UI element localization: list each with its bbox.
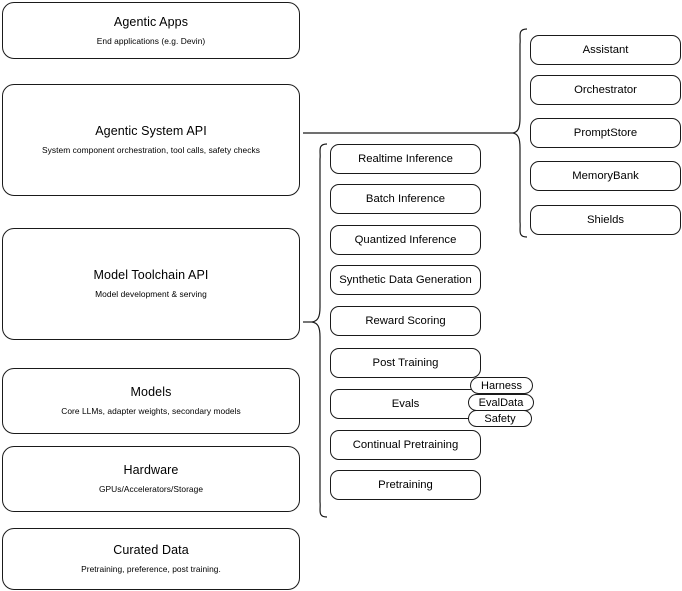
evals-tag-safety[interactable]: Safety (468, 410, 532, 427)
evals-tag-harness[interactable]: Harness (470, 377, 533, 394)
layer-box-hardware[interactable]: Hardware GPUs/Accelerators/Storage (2, 446, 300, 512)
layer-subtitle: End applications (e.g. Devin) (96, 35, 206, 46)
component-continual-pretraining[interactable]: Continual Pretraining (330, 430, 481, 460)
component-assistant[interactable]: Assistant (530, 35, 681, 65)
layer-subtitle: Pretraining, preference, post training. (81, 564, 221, 575)
component-orchestrator[interactable]: Orchestrator (530, 75, 681, 105)
layer-box-model-toolchain-api[interactable]: Model Toolchain API Model development & … (2, 228, 300, 340)
evals-tag-evaldata[interactable]: EvalData (468, 394, 534, 411)
component-pretraining[interactable]: Pretraining (330, 470, 481, 500)
layer-box-agentic-system-api[interactable]: Agentic System API System component orch… (2, 84, 300, 196)
layer-title: Hardware (123, 463, 179, 478)
brace-system-api-components (512, 28, 528, 238)
layer-subtitle: GPUs/Accelerators/Storage (98, 484, 204, 495)
component-post-training[interactable]: Post Training (330, 348, 481, 378)
layer-subtitle: Core LLMs, adapter weights, secondary mo… (61, 406, 241, 417)
layer-title: Models (130, 385, 172, 400)
layer-title: Agentic System API (95, 124, 207, 139)
layer-title: Curated Data (113, 543, 189, 558)
component-reward-scoring[interactable]: Reward Scoring (330, 306, 481, 336)
component-promptstore[interactable]: PromptStore (530, 118, 681, 148)
layer-subtitle: System component orchestration, tool cal… (42, 145, 260, 156)
component-realtime-inference[interactable]: Realtime Inference (330, 144, 481, 174)
brace-toolchain-components (311, 143, 328, 518)
layer-box-models[interactable]: Models Core LLMs, adapter weights, secon… (2, 368, 300, 434)
component-quantized-inference[interactable]: Quantized Inference (330, 225, 481, 255)
layer-box-curated-data[interactable]: Curated Data Pretraining, preference, po… (2, 528, 300, 590)
layer-subtitle: Model development & serving (95, 289, 207, 300)
layer-title: Agentic Apps (113, 14, 189, 29)
layer-box-agentic-apps[interactable]: Agentic Apps End applications (e.g. Devi… (2, 2, 300, 59)
component-batch-inference[interactable]: Batch Inference (330, 184, 481, 214)
layer-title: Model Toolchain API (93, 268, 209, 283)
component-shields[interactable]: Shields (530, 205, 681, 235)
component-synthetic-data-generation[interactable]: Synthetic Data Generation (330, 265, 481, 295)
component-memorybank[interactable]: MemoryBank (530, 161, 681, 191)
component-evals[interactable]: Evals (330, 389, 481, 419)
